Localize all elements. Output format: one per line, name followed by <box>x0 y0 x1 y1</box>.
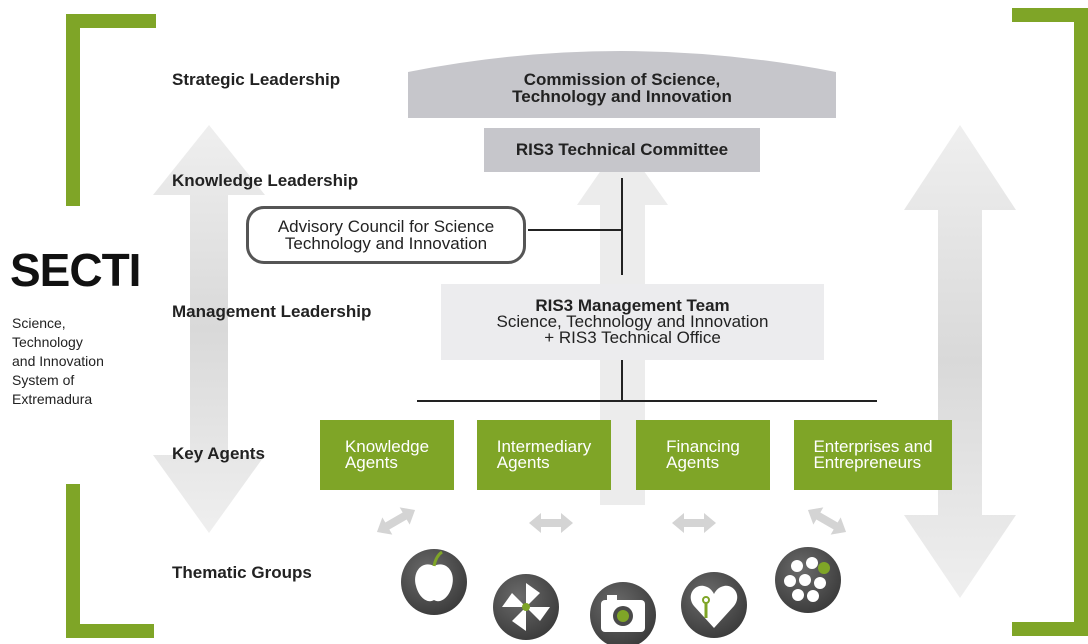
small-arrows <box>376 507 847 535</box>
agent-line: Enterprises and <box>813 437 933 456</box>
technical-committee-label: RIS3 Technical Committee <box>515 140 729 159</box>
secti-subtitle-line: Extremadura <box>12 391 93 407</box>
level-thematic-groups: Thematic Groups <box>172 563 312 582</box>
pinwheel-icon <box>493 574 559 640</box>
agent-line: Agents <box>344 453 398 472</box>
agent-line: Financing <box>666 437 740 456</box>
commission-line: Commission of Science, <box>523 70 721 89</box>
agent-line: Knowledge <box>344 437 430 456</box>
level-management-leadership: Management Leadership <box>172 302 372 321</box>
advisory-council-line: Advisory Council for Science <box>277 217 495 236</box>
secti-subtitle-line: and Innovation <box>12 353 104 369</box>
management-team-title: RIS3 Management Team <box>535 296 730 315</box>
secti-subtitle-line: System of <box>12 372 75 388</box>
management-team-line: Science, Technology and Innovation <box>496 312 769 331</box>
molecule-icon <box>775 547 841 613</box>
heart-icon <box>681 572 747 638</box>
advisory-council-box: Advisory Council for Science Technology … <box>246 206 526 264</box>
left-bracket <box>66 14 156 638</box>
management-team-box: RIS3 Management Team Science, Technology… <box>441 284 824 360</box>
commission-line: Technology and Innovation <box>512 87 732 106</box>
right-bracket <box>1012 8 1088 636</box>
level-knowledge-leadership: Knowledge Leadership <box>172 171 359 190</box>
commission-band <box>408 51 836 118</box>
right-double-arrow <box>904 125 1016 598</box>
left-double-arrow <box>153 125 265 533</box>
secti-subtitle: Science, Technology and Innovation Syste… <box>12 314 104 409</box>
camera-icon <box>590 582 656 644</box>
secti-title: SECTI <box>10 244 141 296</box>
level-strategic-leadership: Strategic Leadership <box>172 70 341 89</box>
agent-line: Intermediary <box>496 437 592 456</box>
agent-line: Agents <box>666 453 720 472</box>
agent-line: Agents <box>496 453 550 472</box>
technical-committee-box: RIS3 Technical Committee <box>484 128 760 172</box>
management-team-line: + RIS3 Technical Office <box>544 328 721 347</box>
secti-subtitle-line: Technology <box>12 334 83 350</box>
advisory-council-line: Technology and Innovation <box>284 234 488 253</box>
connector-lines <box>417 178 877 402</box>
apple-icon <box>401 549 467 615</box>
agent-line: Entrepreneurs <box>813 453 922 472</box>
level-key-agents: Key Agents <box>172 444 265 463</box>
secti-subtitle-line: Science, <box>12 315 66 331</box>
commission-box: Commission of Science, Technology and In… <box>408 66 836 110</box>
